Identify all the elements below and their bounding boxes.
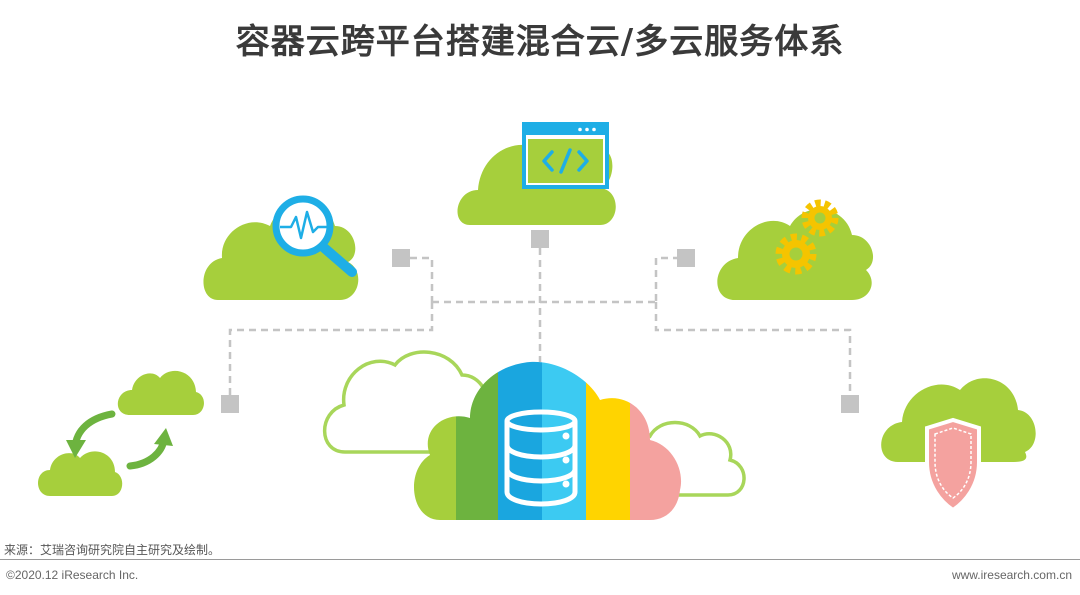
- cloud-monitor-search-icon: [203, 195, 359, 300]
- node-right-upper: [677, 249, 695, 267]
- hybrid-cloud-diagram: [38, 122, 1036, 520]
- source-note: 来源：艾瑞咨询研究院自主研究及绘制。: [4, 543, 221, 557]
- cloud-shield-icon: [881, 378, 1036, 513]
- website-link[interactable]: www.iresearch.com.cn: [951, 568, 1072, 582]
- cloud-gears-icon: [717, 199, 874, 300]
- multicolor-cloud-database-icon: [413, 361, 682, 520]
- node-left-upper: [392, 249, 410, 267]
- cloud-sync-arrows-icon: [38, 370, 204, 496]
- footer-divider: [0, 559, 1080, 560]
- copyright-text: ©2020.12 iResearch Inc.: [6, 568, 139, 582]
- node-right-lower: [841, 395, 859, 413]
- connector-left-lower: [228, 302, 434, 395]
- node-top: [531, 230, 549, 248]
- connector-nodes: [221, 230, 859, 413]
- page-title: 容器云跨平台搭建混合云/多云服务体系: [235, 22, 845, 62]
- connector-right-upper: [654, 256, 680, 302]
- connector-right-lower: [654, 302, 852, 395]
- connector-lines: [228, 248, 852, 395]
- node-left-lower: [221, 395, 239, 413]
- connector-left-upper: [410, 256, 434, 302]
- cloud-code-window-icon: [457, 122, 616, 225]
